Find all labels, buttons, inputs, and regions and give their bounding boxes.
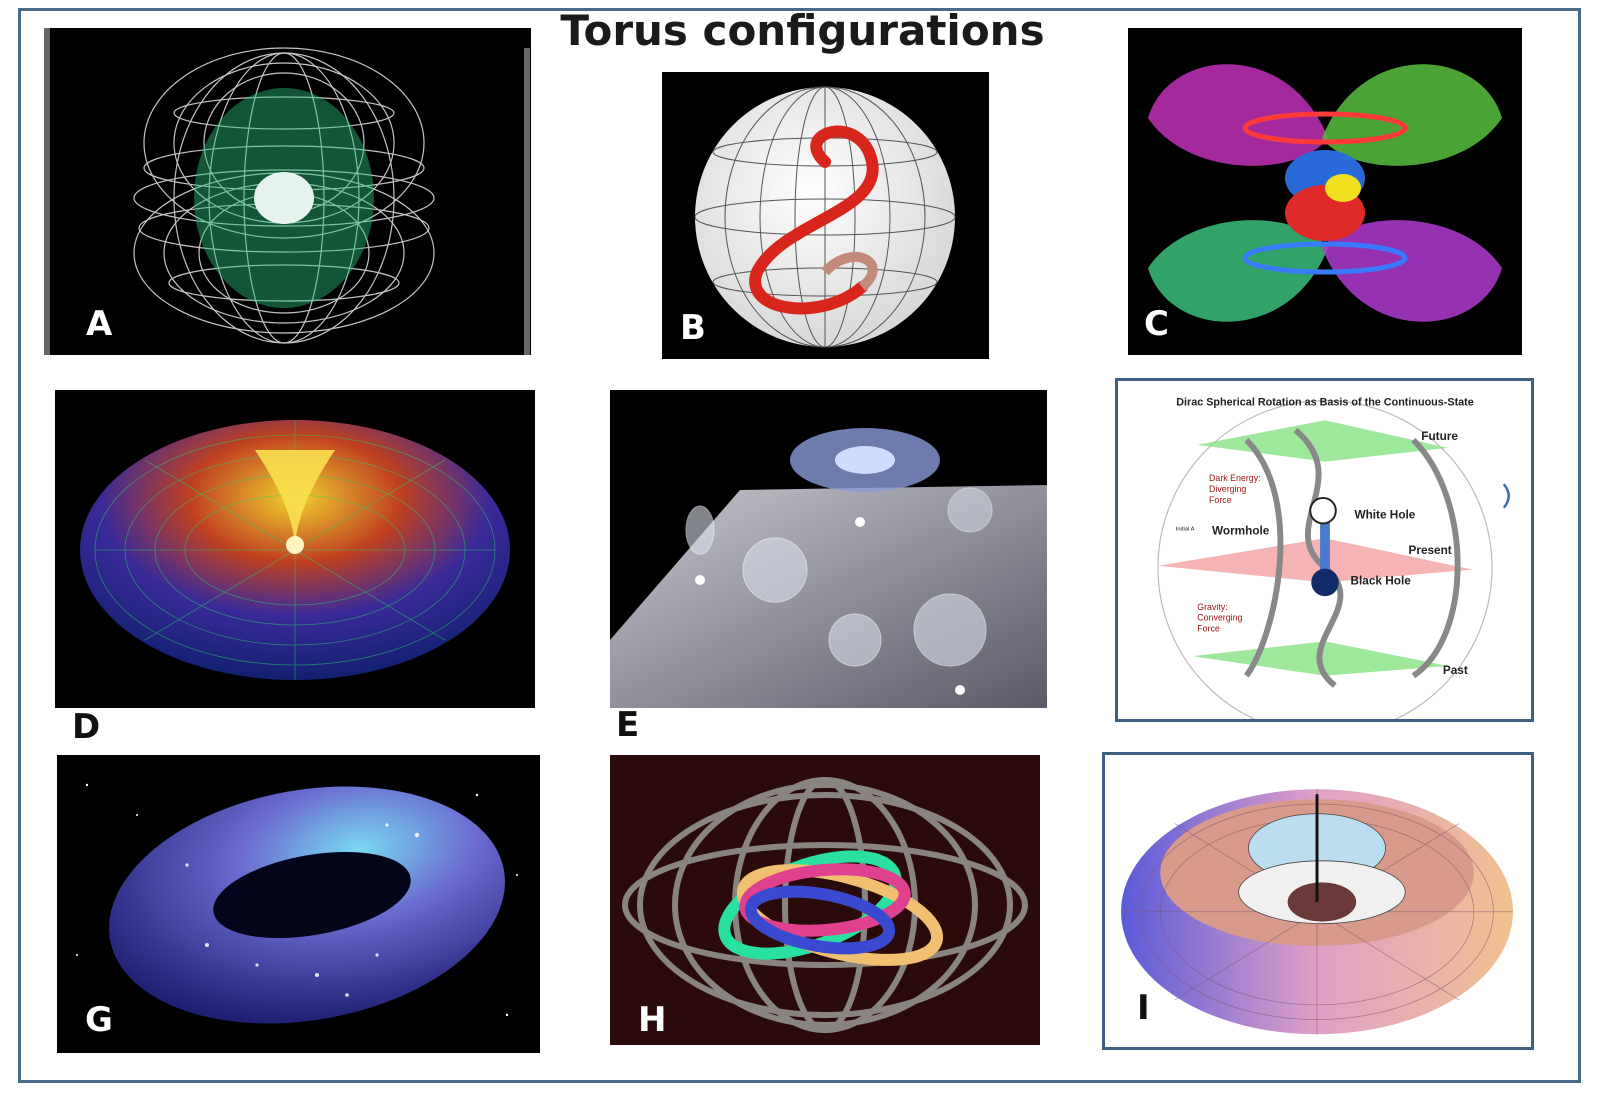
label-black-hole: Black Hole: [1351, 574, 1412, 587]
rotation-arrow-icon: [1502, 483, 1510, 509]
panel-label-a: A: [86, 304, 113, 344]
grid-torus-icon: [80, 420, 510, 680]
dirac-sphere-diagram: Dirac Spherical Rotation as Basis of the…: [1157, 397, 1510, 719]
panel-g: G: [57, 755, 540, 1053]
panel-label-e: E: [616, 705, 640, 745]
panel-a: A: [44, 28, 531, 355]
label-present: Present: [1409, 544, 1452, 557]
wireframe-torus-icon: [44, 28, 530, 355]
label-wormhole: Wormhole: [1212, 524, 1270, 537]
panel-e: [610, 390, 1047, 708]
panel-label-g: G: [85, 1000, 113, 1040]
spiral-sphere-icon: [694, 86, 956, 348]
ribbon-torus-icon: [622, 777, 1028, 1033]
panel-label-h: H: [638, 1000, 667, 1040]
panel-b: B: [662, 72, 989, 359]
nested-torus-surface-icon: [1121, 789, 1513, 1035]
figure-title: Torus configurations: [560, 6, 1045, 55]
label-dark-energy: Dark Energy:: [1209, 473, 1261, 483]
spacetime-bubbles-icon: [610, 428, 1047, 708]
label-force-bottom: Force: [1197, 624, 1220, 634]
label-converging: Converging: [1197, 613, 1242, 623]
label-gravity: Gravity:: [1197, 602, 1227, 612]
panel-label-d: D: [72, 707, 101, 747]
panel-i: I: [1102, 752, 1534, 1050]
panel-h: H: [610, 755, 1040, 1045]
label-future: Future: [1421, 430, 1458, 443]
panel-label-c: C: [1144, 304, 1169, 344]
dirac-title: Dirac Spherical Rotation as Basis of the…: [1176, 397, 1474, 409]
label-white-hole: White Hole: [1354, 509, 1415, 522]
rainbow-toroidal-surfaces-icon: [1148, 64, 1502, 322]
cosmic-torus-icon: [76, 783, 518, 1024]
label-force-top: Force: [1209, 495, 1232, 505]
label-initial: Initial A: [1176, 526, 1195, 532]
panel-label-b: B: [680, 308, 706, 348]
panel-dirac-diagram: Dirac Spherical Rotation as Basis of the…: [1115, 378, 1534, 722]
label-diverging: Diverging: [1209, 484, 1246, 494]
panel-label-i: I: [1137, 988, 1150, 1028]
panel-d: [55, 390, 535, 708]
figure-frame: [18, 8, 1581, 1083]
label-past: Past: [1443, 664, 1468, 677]
panel-c: C: [1128, 28, 1522, 355]
